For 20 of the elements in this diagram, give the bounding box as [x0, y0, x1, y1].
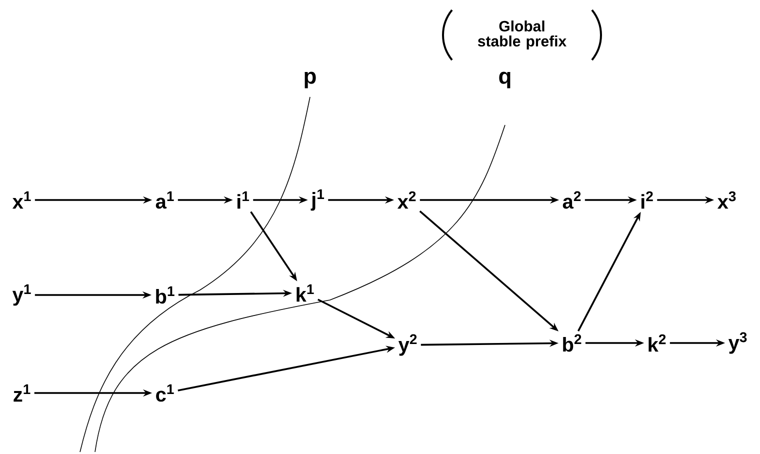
event-label: z$^{1}$ — [14, 384, 30, 402]
event-label: k$^{2}$ — [648, 334, 666, 352]
event-label: b$^{1}$ — [156, 286, 174, 304]
event-label: y$^{1}$ — [12, 284, 31, 306]
event-label: c$^{1}$ — [156, 384, 174, 402]
event-label: x$^{1}$ — [12, 191, 31, 209]
event-label: i$^{1}$ — [237, 191, 250, 209]
event-label: i$^{2}$ — [641, 191, 653, 209]
event-label: b$^{2}$ — [563, 334, 582, 352]
heading-text: Global stable prefix — [478, 20, 566, 50]
event-label: y$^{3}$ — [728, 332, 747, 354]
event-label: k$^{1}$ — [296, 284, 314, 302]
cut-label: p — [304, 72, 316, 88]
event-label: j$^{1}$ — [310, 189, 324, 211]
event-label: x$^{3}$ — [717, 191, 736, 209]
event-label: y$^{2}$ — [398, 334, 417, 356]
cut-label: q — [499, 72, 510, 88]
event-label: x$^{2}$ — [397, 191, 416, 209]
event-label: a$^{2}$ — [562, 191, 581, 209]
event-label: a$^{1}$ — [156, 191, 174, 209]
